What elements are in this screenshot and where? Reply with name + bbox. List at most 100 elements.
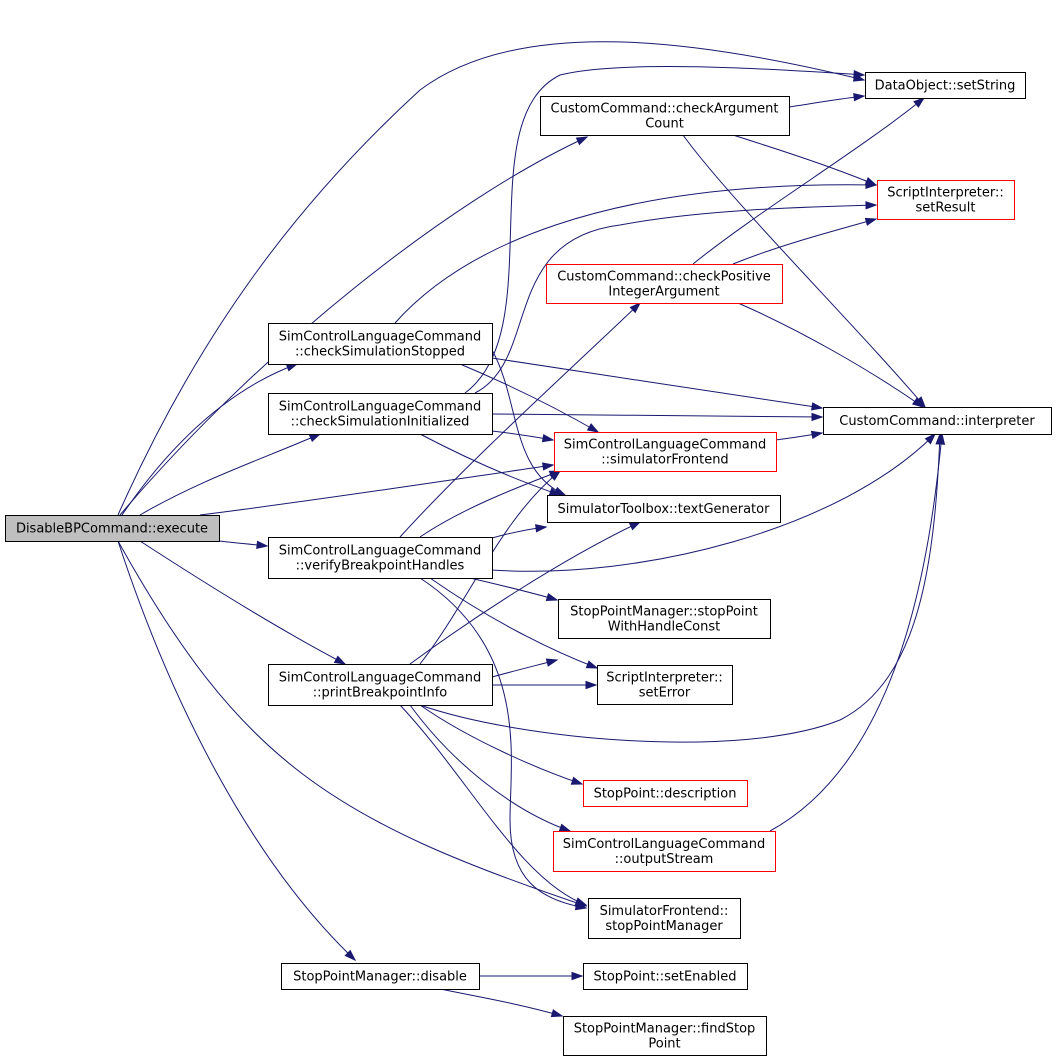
node-label-line: ::printBreakpointInfo: [313, 686, 448, 701]
node-check-initialized[interactable]: SimControlLanguageCommand::checkSimulati…: [268, 393, 493, 435]
node-execute[interactable]: DisableBPCommand::execute: [5, 515, 220, 542]
node-interpreter[interactable]: CustomCommand::interpreter: [823, 407, 1052, 435]
edge-checkInitialized-to-textGenerator: [419, 433, 562, 496]
edge-checkPositive-to-setResult: [732, 217, 878, 265]
arrowhead: [570, 776, 584, 785]
node-box: [268, 323, 493, 365]
node-verify-handles[interactable]: SimControlLanguageCommand::verifyBreakpo…: [268, 537, 493, 579]
node-stop-point-manager[interactable]: SimulatorFrontend::stopPointManager: [588, 898, 741, 939]
node-box: [546, 264, 783, 304]
edge-verifyHandles-to-interpreter: [491, 432, 937, 572]
arrowhead: [333, 655, 347, 665]
arrowhead: [545, 658, 559, 667]
node-check-positive[interactable]: CustomCommand::checkPositiveIntegerArgum…: [546, 264, 783, 304]
arrowhead: [308, 433, 322, 443]
edge-verifyHandles-to-textGenerator: [491, 524, 548, 539]
node-label-line: SimControlLanguageCommand: [563, 837, 766, 852]
edge-printInfo-to-stopPointManager: [399, 704, 588, 906]
arrowhead: [585, 660, 599, 669]
arrowhead: [853, 70, 866, 79]
node-box: [583, 780, 748, 807]
node-label-line: ScriptInterpreter::: [887, 186, 1004, 201]
node-text-generator[interactable]: SimulatorToolbox::textGenerator: [547, 495, 781, 523]
node-label-line: Point: [648, 1037, 680, 1052]
node-label-line: CustomCommand::checkPositive: [557, 270, 771, 285]
node-set-error[interactable]: ScriptInterpreter::setError: [597, 665, 733, 705]
arrowhead: [558, 823, 572, 832]
edge-execute-to-disable: [117, 540, 357, 962]
node-box: [5, 515, 220, 542]
arrowhead: [550, 1009, 564, 1018]
node-label-line: ::outputStream: [615, 852, 714, 867]
arrowhead: [541, 434, 555, 443]
node-label-line: ::checkSimulationStopped: [295, 345, 465, 360]
node-set-enabled[interactable]: StopPoint::setEnabled: [583, 963, 748, 990]
node-box: [597, 665, 733, 705]
arrowhead: [542, 462, 555, 471]
edge-checkStopped-to-setResult: [394, 180, 878, 324]
node-label-line: StopPointManager::findStop: [574, 1022, 756, 1037]
node-disable[interactable]: StopPointManager::disable: [281, 963, 480, 990]
arrowhead: [924, 432, 937, 445]
edge-checkInitialized-to-setResult: [474, 201, 878, 394]
node-box: [547, 495, 781, 523]
arrowhead: [571, 971, 584, 981]
arrowhead: [853, 93, 866, 102]
node-box: [583, 963, 748, 990]
node-print-info[interactable]: SimControlLanguageCommand::printBreakpoi…: [268, 664, 493, 706]
arrowhead: [575, 136, 589, 146]
node-label-line: stopPointManager: [605, 919, 723, 934]
edge-printInfo-to-stopPointWithHandle: [491, 658, 559, 678]
edge-execute-to-printInfo: [139, 540, 347, 665]
arrowhead: [585, 680, 598, 690]
arrowhead: [865, 201, 878, 210]
node-box: [865, 72, 1026, 99]
node-label-line: SimControlLanguageCommand: [279, 671, 482, 686]
node-label-line: StopPoint::setEnabled: [594, 970, 737, 985]
arrowhead: [344, 949, 357, 962]
edge-checkInitialized-to-simulatorFrontend: [491, 430, 555, 443]
edge-verifyHandles-to-stopPointWithHandle: [469, 577, 559, 602]
node-box: [558, 599, 771, 639]
node-box: [554, 432, 777, 472]
node-label-line: SimulatorToolbox::textGenerator: [558, 502, 771, 517]
node-label-line: SimControlLanguageCommand: [564, 438, 767, 453]
node-label-line: StopPointManager::disable: [293, 970, 467, 985]
node-box: [823, 407, 1052, 435]
edge-verifyHandles-to-stopPointManager: [419, 577, 588, 911]
arrowhead: [811, 412, 824, 422]
edge-checkPositive-to-interpreter: [737, 302, 925, 408]
edges-layer: [117, 41, 946, 1018]
node-label-line: DisableBPCommand::execute: [16, 522, 208, 537]
arrowhead: [629, 301, 642, 314]
node-box: [540, 96, 790, 136]
node-label-line: SimulatorFrontend::: [600, 904, 729, 919]
node-output-stream[interactable]: SimControlLanguageCommand::outputStream: [553, 831, 776, 872]
node-check-stopped[interactable]: SimControlLanguageCommand::checkSimulati…: [268, 323, 493, 365]
node-label-line: WithHandleConst: [608, 620, 721, 635]
edge-verifyHandles-to-checkPositive: [399, 301, 642, 538]
edge-disable-to-setEnabled: [479, 971, 584, 981]
node-stop-point-with-handle[interactable]: StopPointManager::stopPointWithHandleCon…: [558, 599, 771, 639]
node-box: [268, 664, 493, 706]
node-set-result[interactable]: ScriptInterpreter::setResult: [877, 180, 1015, 220]
edge-printInfo-to-description: [419, 704, 584, 785]
arrowhead: [628, 521, 642, 531]
node-box: [281, 963, 480, 990]
edge-checkArgumentCount-to-setString: [788, 93, 866, 108]
edge-checkStopped-to-interpreter: [491, 357, 824, 411]
arrowhead: [285, 363, 299, 372]
arrowhead: [535, 524, 548, 533]
edge-execute-to-simulatorFrontend: [199, 462, 555, 516]
edge-execute-to-verifyHandles: [218, 540, 269, 549]
arrowhead: [256, 540, 269, 549]
arrowhead: [865, 180, 878, 189]
node-set-string[interactable]: DataObject::setString: [865, 72, 1026, 99]
node-simulator-frontend[interactable]: SimControlLanguageCommand::simulatorFron…: [554, 432, 777, 472]
edge-checkArgumentCount-to-setResult: [732, 134, 878, 186]
edge-execute-to-checkStopped: [121, 363, 299, 516]
arrowhead: [549, 470, 562, 481]
node-description[interactable]: StopPoint::description: [583, 780, 748, 807]
